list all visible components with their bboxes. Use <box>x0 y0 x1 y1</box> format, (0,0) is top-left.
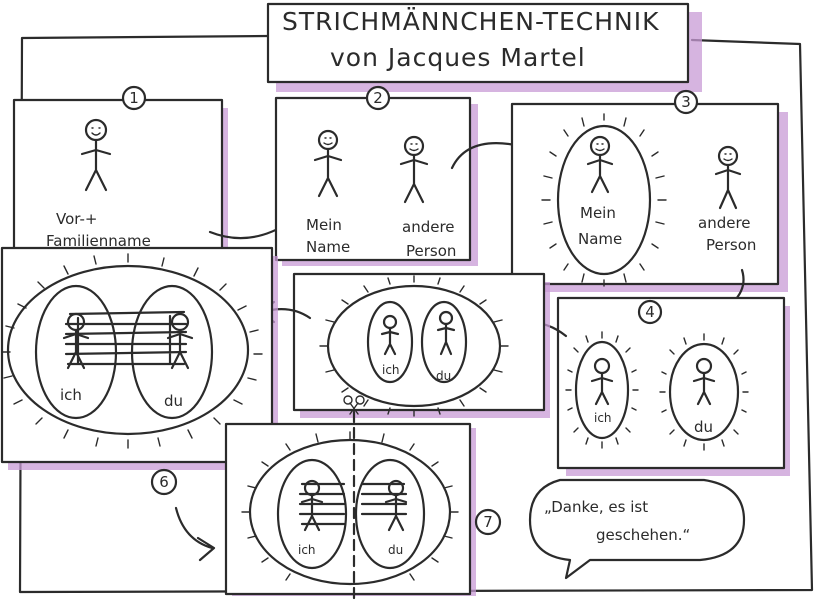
arrow-6-to-7 <box>174 506 216 562</box>
inner-bubble-me <box>34 284 118 420</box>
panel7-me-label: ich <box>298 543 316 557</box>
stick-figure-other <box>714 145 742 210</box>
panel1-label-line2: Familienname <box>46 232 151 250</box>
panel-1-name: 1 Vor-+ Familienname <box>12 85 228 268</box>
panel6-me-label: ich <box>60 386 82 404</box>
connection-cords <box>64 310 188 366</box>
panel6-you-label: du <box>164 392 183 410</box>
panel-4-both-bubbles: 4 ich du <box>556 296 790 476</box>
panel1-label-line1: Vor-+ <box>56 210 97 228</box>
outer-light-rays <box>319 275 509 417</box>
panel5-you-label: du <box>436 369 451 383</box>
light-bubble-me <box>541 113 667 287</box>
speech-bubble: „Danke, es ist geschehen.“ <box>528 478 746 580</box>
panel3-other-line1: andere <box>698 214 751 232</box>
outer-light-rays <box>241 431 459 581</box>
panel4-you-label: du <box>694 418 713 436</box>
step-number-7: 7 <box>483 513 493 531</box>
panel-3-light: 3 Mein Name andere Person <box>510 89 788 292</box>
bubble-you <box>659 333 749 451</box>
outer-light-bubble <box>6 264 250 436</box>
inner-bubble-me <box>366 300 414 384</box>
step-number-6: 6 <box>159 473 169 491</box>
panel-5-big-bubble: 5 ich du <box>292 272 550 453</box>
panel5-me-label: ich <box>382 363 400 377</box>
panel-2-persons: 2 Mein Name andere Person <box>274 85 478 266</box>
speech-line-2: geschehen.“ <box>596 526 690 544</box>
inner-bubble-me <box>276 458 348 570</box>
stick-figure-me <box>590 357 614 406</box>
outer-light-rays <box>1 253 263 449</box>
panel4-me-label: ich <box>594 411 612 425</box>
stick-figure-other <box>399 135 429 204</box>
panel2-other-line2: Person <box>406 242 456 260</box>
stick-figure-me <box>313 129 343 198</box>
step-number-3: 3 <box>681 93 691 111</box>
panel2-mine-line2: Name <box>306 238 350 256</box>
step-number-circle <box>121 85 147 111</box>
panel3-other-line2: Person <box>706 236 756 254</box>
panel2-other-line1: andere <box>402 218 455 236</box>
speech-line-1: „Danke, es ist <box>544 498 648 516</box>
stick-figure-me <box>586 135 614 194</box>
stick-figure-me <box>380 314 400 356</box>
panel3-mine-line2: Name <box>578 230 622 248</box>
stick-figure <box>80 118 112 192</box>
title-line-1: STRICHMÄNNCHEN-TECHNIK <box>282 7 659 36</box>
step-number-1: 1 <box>129 89 139 107</box>
panel3-mine-line1: Mein <box>580 204 616 222</box>
stick-figure-you <box>436 310 456 356</box>
inner-bubble-you <box>420 300 468 384</box>
panel7-you-label: du <box>388 543 403 557</box>
title-line-2: von Jacques Martel <box>330 43 586 72</box>
scissors-icon <box>343 395 365 415</box>
panel2-mine-line1: Mein <box>306 216 342 234</box>
stick-figure-you <box>692 357 716 406</box>
bubble-me <box>565 331 639 449</box>
step-number-4: 4 <box>645 303 655 321</box>
stick-figure-you <box>166 312 194 370</box>
step-number-2: 2 <box>373 89 383 107</box>
inner-bubble-you <box>354 458 426 570</box>
title-box: STRICHMÄNNCHEN-TECHNIK von Jacques Marte… <box>266 2 702 92</box>
panel-7-cut: 7 ich du <box>224 395 502 600</box>
cut-cords <box>298 482 408 526</box>
